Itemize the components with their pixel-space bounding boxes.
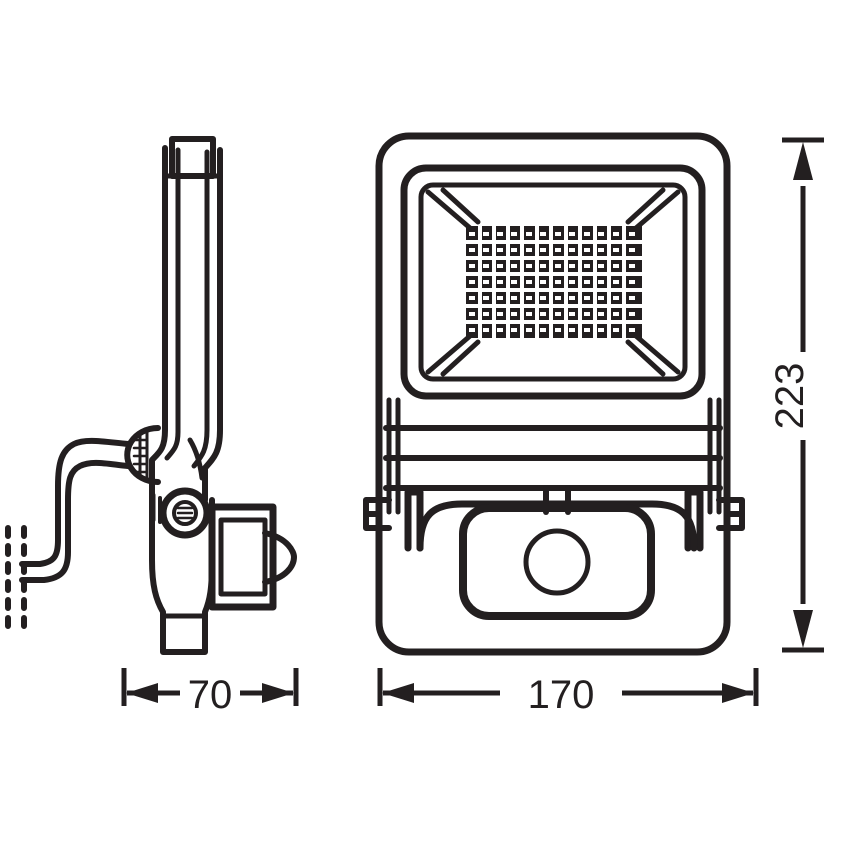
width-dimension-label: 170 [528, 673, 595, 717]
front-view-bezel-frame [400, 164, 706, 400]
front-view-outer-housing [375, 132, 731, 656]
front-view-heat-sink-fins [383, 425, 723, 491]
side-view-mounting-bracket [187, 437, 205, 481]
side-view-cable-break-marks [5, 525, 27, 629]
front-view-sensor-lens [523, 528, 591, 596]
side-view-pivot-bolt [159, 487, 211, 539]
depth-dimension: 70 [121, 668, 299, 717]
front-view-reflector-chamfer [425, 187, 681, 377]
height-dimension: 223 [768, 137, 824, 653]
front-view-sensor-housing [416, 500, 698, 620]
depth-arrowhead-right [262, 683, 294, 703]
front-view [363, 132, 745, 656]
depth-dimension-label: 70 [188, 673, 233, 717]
front-view-bolt-tab-left [363, 497, 392, 531]
led-grid-separators [464, 224, 644, 340]
side-view-cable-gland [124, 425, 161, 485]
width-arrowhead-left [382, 683, 414, 703]
depth-arrowhead-left [126, 683, 158, 703]
front-view-bolt-tab-right [716, 497, 745, 531]
front-view-led-array [464, 224, 644, 340]
width-dimension: 170 [377, 668, 759, 717]
side-view [5, 136, 297, 655]
width-arrowhead-right [722, 683, 754, 703]
height-arrowhead-bottom [793, 610, 813, 648]
height-arrowhead-top [793, 142, 813, 180]
front-view-fin-rails [386, 397, 722, 515]
led-chip-highlights [469, 232, 635, 332]
height-dimension-label: 223 [768, 363, 812, 430]
side-view-body-profile [149, 145, 223, 503]
side-view-sensor-housing [208, 503, 297, 611]
side-view-power-cable [19, 437, 131, 583]
